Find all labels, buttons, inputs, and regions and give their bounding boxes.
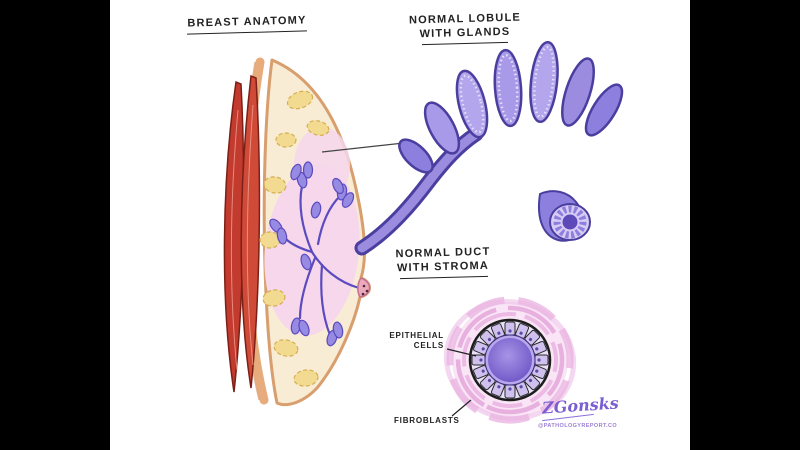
- fibroblast-pointer-line: [451, 399, 472, 417]
- fibroblasts-label: FIBROBLASTS: [394, 416, 460, 425]
- duct-cross-section: [538, 190, 591, 242]
- connector-line: [321, 141, 414, 153]
- signature-handle: @PATHOLOGYREPORT.CO: [538, 423, 618, 429]
- epithelial-cells-label-line2: CELLS: [413, 341, 444, 350]
- epithelial-pointer-line: [446, 348, 477, 357]
- duct-stroma-diagram: [443, 296, 577, 424]
- pectoral-muscle: [240, 74, 261, 389]
- fat-lobules: [259, 90, 330, 387]
- illustration-panel: BREAST ANATOMY NORMAL LOBULE WITH GLANDS…: [110, 0, 690, 450]
- epithelial-cells-label-line1: EPITHELIAL: [389, 331, 444, 340]
- duct-tree: [278, 184, 361, 337]
- nipple-dots: [361, 284, 369, 296]
- illustration-canvas: [223, 40, 624, 424]
- epithelial-cell-ring: [471, 321, 549, 399]
- lobule-diagram: [354, 40, 624, 256]
- nipple: [357, 277, 371, 298]
- duct-lumen: [488, 338, 532, 382]
- duct-leaves: [269, 161, 355, 347]
- breast-diagram: [223, 57, 371, 407]
